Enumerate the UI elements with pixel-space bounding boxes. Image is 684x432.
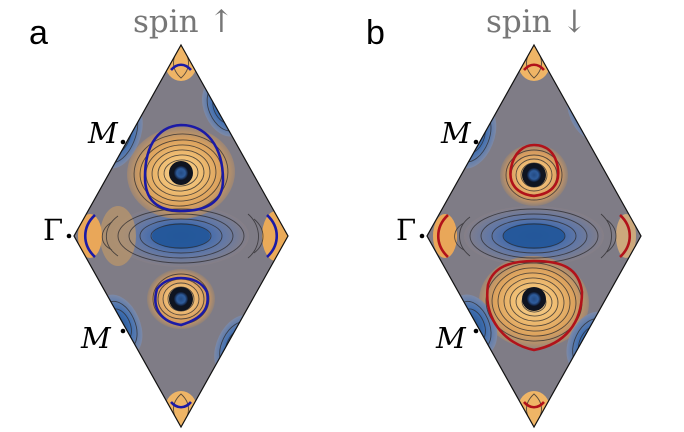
top-warm-cap-a	[165, 45, 197, 81]
panel-letter-b: b	[366, 14, 385, 52]
gamma-label-b: Γ	[396, 213, 416, 247]
bottom-warm-cap-a	[165, 391, 197, 427]
m-point-bottom-a	[120, 328, 126, 334]
main-contour-top-a	[170, 63, 192, 71]
brillouin-zone-a	[73, 43, 289, 429]
main-contour-upper-a	[143, 123, 225, 213]
main-contour-right-a	[266, 214, 279, 258]
main-contour-left-b	[436, 214, 449, 258]
main-contour-lower-b	[485, 259, 584, 352]
upper-core-a	[174, 166, 188, 180]
m-label-bottom-b: M	[435, 321, 467, 355]
center-cool-core-b	[503, 223, 565, 249]
highlight-contours-b	[436, 63, 632, 409]
upper-core-b	[527, 168, 541, 182]
m-point-top-b	[473, 139, 479, 145]
main-contour-lower-a	[154, 276, 209, 327]
main-contour-upper-b	[509, 143, 560, 198]
brillouin-zone-b	[426, 43, 642, 429]
lower-core-a	[174, 292, 188, 306]
main-contour-right-b	[619, 214, 632, 258]
main-contour-bottom-a	[170, 401, 192, 409]
right-warm-edge-b	[616, 214, 636, 258]
panel-b	[426, 43, 642, 429]
heatmap-b	[427, 45, 641, 427]
m-label-bottom-a: M	[80, 321, 112, 355]
panel-a	[73, 43, 289, 429]
highlight-contours-a	[83, 63, 279, 409]
gamma-point-b	[419, 233, 425, 239]
m-point-top-a	[120, 139, 126, 145]
bottom-warm-cap-b	[518, 391, 550, 427]
m-label-top-a: M	[87, 116, 119, 150]
gamma-label-a: Γ	[43, 213, 63, 247]
top-warm-cap-b	[518, 45, 550, 81]
main-contour-left-a	[83, 214, 96, 258]
panel-letter-a: a	[29, 14, 48, 52]
lower-core-b	[527, 292, 541, 306]
main-contour-bottom-b	[523, 401, 545, 409]
m-point-bottom-b	[473, 328, 479, 334]
left-warm-edge-a	[78, 214, 102, 258]
spin-title-a: spin ↑	[133, 4, 234, 40]
gamma-point-a	[66, 233, 72, 239]
m-label-top-b: M	[440, 116, 472, 150]
center-cool-core-a	[152, 223, 210, 249]
heatmap-a	[74, 45, 288, 427]
spin-title-b: spin ↓	[486, 4, 587, 40]
left-warm-edge-b	[433, 214, 457, 258]
main-contour-top-b	[523, 63, 545, 71]
